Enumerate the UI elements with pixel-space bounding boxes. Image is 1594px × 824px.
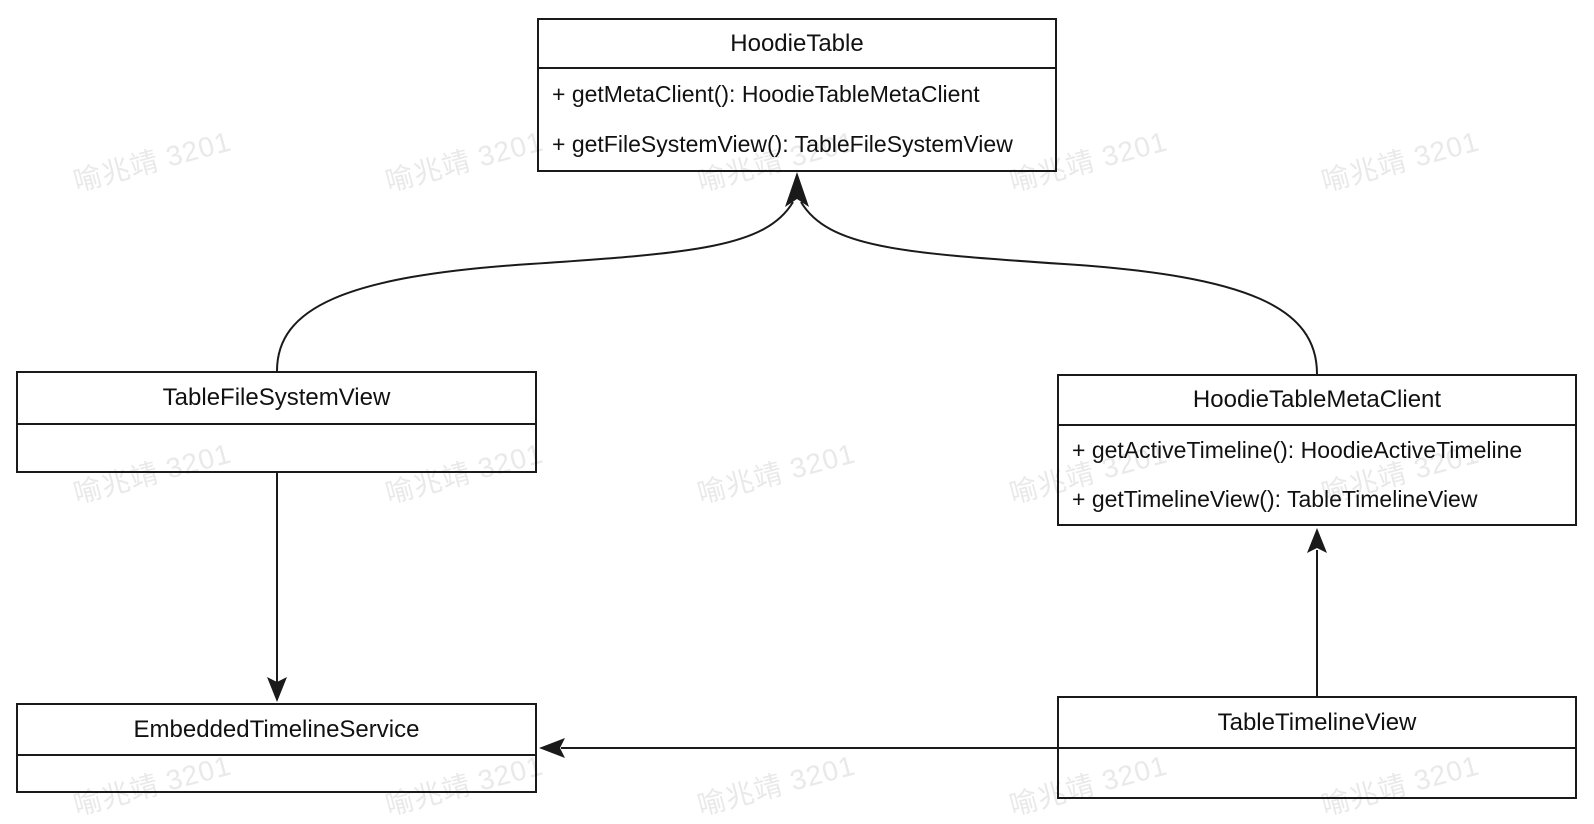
watermark-text: 喻兆靖 3201 (1318, 125, 1483, 198)
class-methods (18, 425, 535, 471)
watermark-text: 喻兆靖 3201 (70, 125, 235, 198)
class-methods (18, 756, 535, 791)
arrowhead-up-hoodietable (785, 172, 809, 207)
class-title: TableFileSystemView (18, 373, 535, 425)
arrowhead-left-embeddedtimelineservice (539, 738, 565, 758)
class-methods: + getMetaClient(): HoodieTableMetaClient… (539, 69, 1055, 170)
class-title: HoodieTable (539, 20, 1055, 69)
uml-class-tabletimelineview: TableTimelineView (1057, 696, 1577, 799)
arrow-tablefilesystemview-to-hoodietable (276, 201, 794, 372)
class-method: + getMetaClient(): HoodieTableMetaClient (552, 80, 980, 107)
uml-class-tablefilesystemview: TableFileSystemView (16, 371, 537, 473)
uml-class-hoodietable: HoodieTable + getMetaClient(): HoodieTab… (537, 18, 1057, 172)
arrowhead-up-hoodietablemetaclient (1307, 528, 1327, 553)
watermark-text: 喻兆靖 3201 (694, 437, 859, 510)
class-method: + getFileSystemView(): TableFileSystemVi… (552, 131, 1013, 158)
uml-class-hoodietablemetaclient: HoodieTableMetaClient + getActiveTimelin… (1057, 374, 1577, 526)
arrow-hoodietablemetaclient-to-hoodietable (800, 201, 1318, 375)
class-methods (1059, 749, 1575, 797)
watermark-text: 喻兆靖 3201 (382, 125, 547, 198)
watermark-text: 喻兆靖 3201 (694, 749, 859, 822)
class-methods: + getActiveTimeline(): HoodieActiveTimel… (1059, 426, 1575, 524)
class-title: HoodieTableMetaClient (1059, 376, 1575, 426)
class-title: TableTimelineView (1059, 698, 1575, 749)
uml-class-embeddedtimelineservice: EmbeddedTimelineService (16, 703, 537, 793)
class-title: EmbeddedTimelineService (18, 705, 535, 756)
class-method: + getActiveTimeline(): HoodieActiveTimel… (1072, 437, 1523, 463)
class-method: + getTimelineView(): TableTimelineView (1072, 486, 1478, 512)
arrowhead-down-embeddedtimelineservice (267, 677, 287, 702)
